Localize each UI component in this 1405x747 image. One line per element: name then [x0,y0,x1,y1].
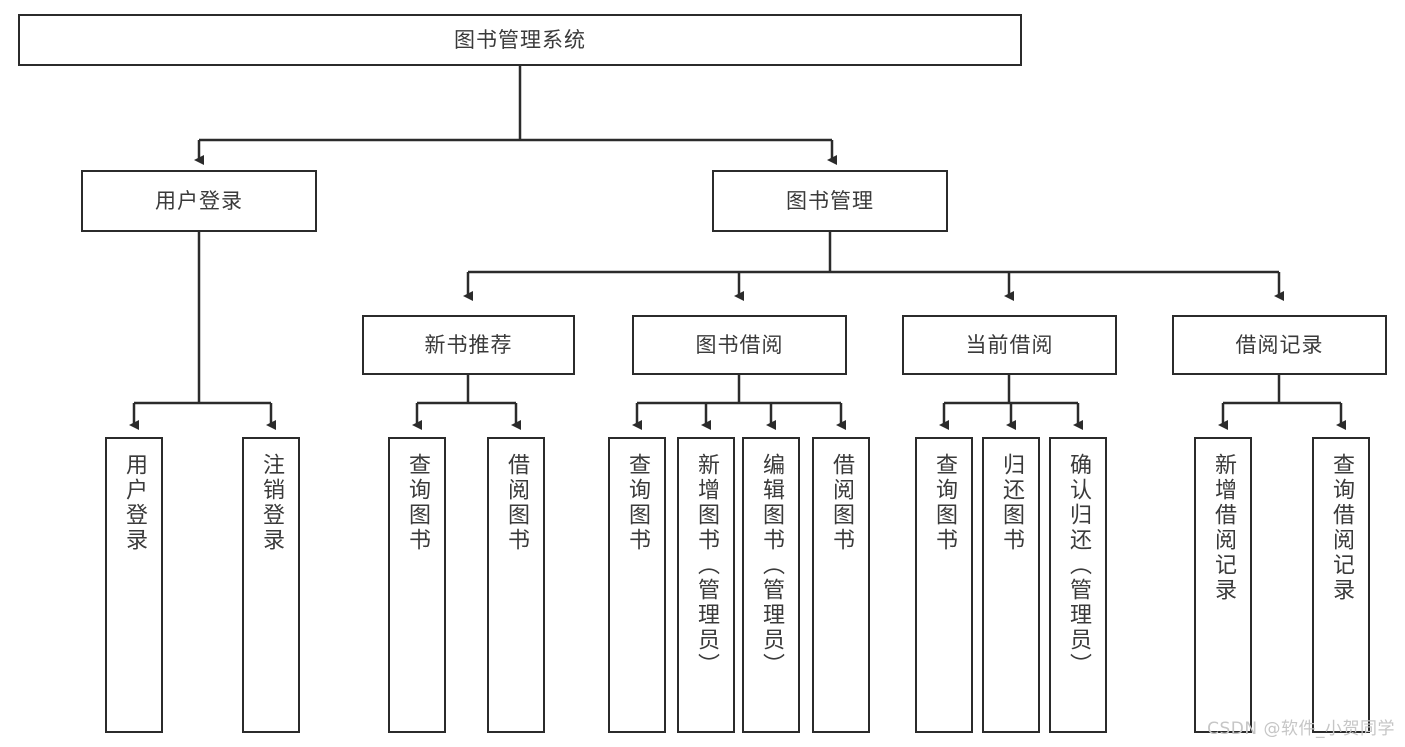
node-new-book-recommend[interactable]: 新书推荐 [362,315,575,375]
node-label: 当前借阅 [965,332,1054,357]
node-book-borrow[interactable]: 图书借阅 [632,315,847,375]
node-user-login[interactable]: 用户登录 [81,170,317,232]
node-leaf-confirm-return[interactable]: 确认归还（管理员） [1049,437,1107,733]
node-label: 查询图书 [625,453,650,553]
node-leaf-borrow-book-1[interactable]: 借阅图书 [487,437,545,733]
node-label: 图书管理系统 [454,27,586,52]
node-borrow-record[interactable]: 借阅记录 [1172,315,1387,375]
node-leaf-query-book-3[interactable]: 查询图书 [915,437,973,733]
node-label: 借阅记录 [1235,332,1324,357]
node-label: 新增图书（管理员） [694,453,719,678]
node-label: 查询借阅记录 [1329,453,1354,603]
node-leaf-edit-book[interactable]: 编辑图书（管理员） [742,437,800,733]
node-leaf-query-record[interactable]: 查询借阅记录 [1312,437,1370,733]
node-label: 归还图书 [999,453,1024,553]
node-leaf-logout-login[interactable]: 注销登录 [242,437,300,733]
node-label: 图书管理 [786,188,874,213]
node-label: 新增借阅记录 [1211,453,1236,603]
node-leaf-return-book[interactable]: 归还图书 [982,437,1040,733]
node-label: 确认归还（管理员） [1066,453,1091,678]
node-label: 图书借阅 [695,332,784,357]
node-leaf-query-book-1[interactable]: 查询图书 [388,437,446,733]
node-label: 借阅图书 [829,453,854,553]
node-label: 借阅图书 [504,453,529,553]
node-label: 编辑图书（管理员） [759,453,784,678]
node-label: 查询图书 [405,453,430,553]
node-leaf-borrow-book-2[interactable]: 借阅图书 [812,437,870,733]
node-book-manage[interactable]: 图书管理 [712,170,948,232]
node-leaf-user-login[interactable]: 用户登录 [105,437,163,733]
node-leaf-query-book-2[interactable]: 查询图书 [608,437,666,733]
node-leaf-add-book[interactable]: 新增图书（管理员） [677,437,735,733]
watermark: CSDN @软件_小贺同学 [1207,719,1395,739]
node-label: 注销登录 [259,453,284,553]
node-label: 新书推荐 [424,332,513,357]
node-label: 用户登录 [155,188,243,213]
node-leaf-add-record[interactable]: 新增借阅记录 [1194,437,1252,733]
node-root-system[interactable]: 图书管理系统 [18,14,1022,66]
node-current-borrow[interactable]: 当前借阅 [902,315,1117,375]
node-label: 查询图书 [932,453,957,553]
node-label: 用户登录 [122,453,147,553]
